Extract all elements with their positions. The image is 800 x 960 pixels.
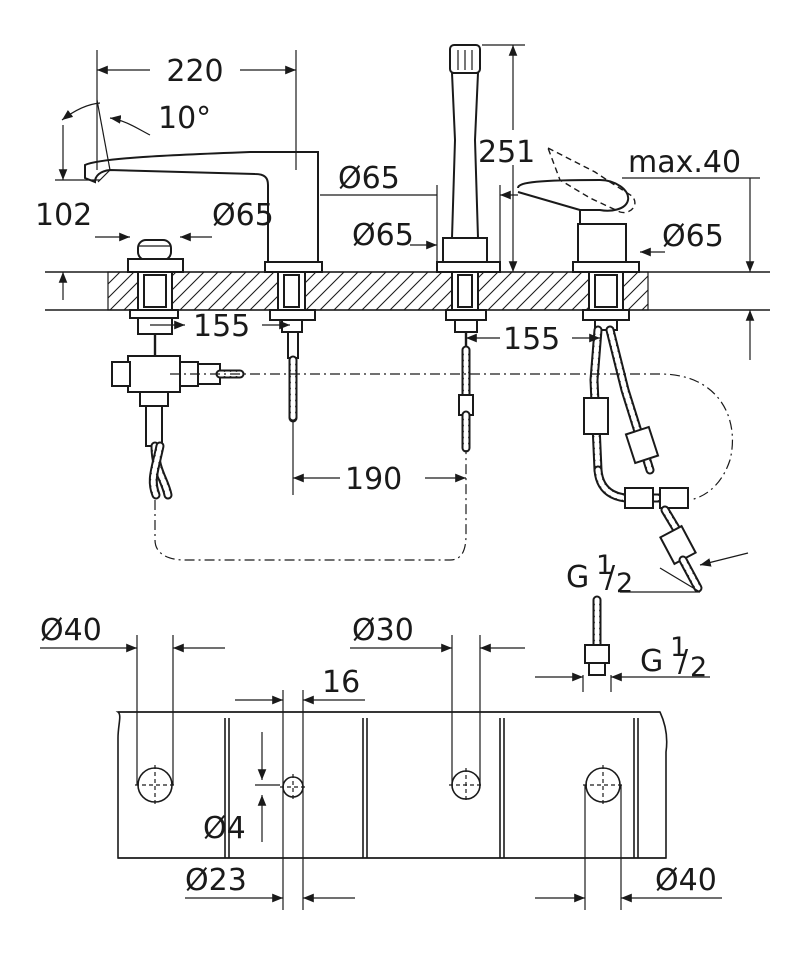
dim-155-right: 155 bbox=[466, 322, 600, 357]
dim-base-65-d-label: Ø65 bbox=[662, 219, 724, 254]
hatch-line bbox=[107, 271, 121, 285]
dim-102: 102 bbox=[35, 125, 100, 300]
dim-102-label: 102 bbox=[35, 198, 92, 233]
cutout-gap-label: 16 bbox=[322, 665, 360, 700]
hatch-line bbox=[487, 271, 527, 311]
cutout-hole2-label: Ø30 bbox=[352, 613, 414, 648]
hatch-line bbox=[403, 271, 443, 311]
hole-23 bbox=[282, 776, 304, 798]
hatch-line bbox=[501, 271, 541, 311]
dim-hole1: Ø40 bbox=[40, 613, 225, 785]
dim-screw: Ø4 bbox=[203, 732, 280, 846]
dim-10-deg: 10° bbox=[61, 99, 211, 171]
hand-shower bbox=[436, 44, 501, 453]
hatch-line bbox=[235, 271, 275, 311]
hatch-line bbox=[347, 271, 387, 311]
cutout-hole4-label: Ø23 bbox=[185, 863, 247, 898]
cutout-holes bbox=[135, 765, 623, 805]
cutout-plan bbox=[115, 711, 668, 859]
hatch-line bbox=[417, 271, 457, 311]
hose-detail bbox=[582, 595, 612, 692]
thread-b-num: 1 bbox=[670, 632, 687, 663]
hatch-line bbox=[543, 271, 583, 311]
hatch-line bbox=[179, 271, 219, 311]
thread-a-slash: / bbox=[605, 560, 616, 595]
thread-b-slash: / bbox=[678, 644, 689, 679]
thread-a-g: G bbox=[566, 560, 589, 595]
hatch-line bbox=[193, 271, 233, 311]
mixer-handle bbox=[517, 146, 703, 593]
dim-base-65-a-label: Ø65 bbox=[212, 198, 274, 233]
dim-hole4: Ø23 bbox=[185, 863, 355, 903]
hatch-line bbox=[375, 271, 415, 311]
hatch-line bbox=[361, 271, 401, 311]
dim-base-65-b: Ø65 Ø65 bbox=[320, 161, 518, 262]
hatch-line bbox=[107, 271, 135, 299]
dim-base-65-b-label: Ø65 bbox=[338, 161, 400, 196]
dim-hole3: Ø40 bbox=[535, 785, 722, 910]
dim-155-left: 155 bbox=[150, 309, 290, 344]
hatch-line bbox=[221, 271, 261, 311]
dim-220-label: 220 bbox=[166, 54, 223, 89]
hatch-line bbox=[305, 271, 345, 311]
cutout-hole1-label: Ø40 bbox=[40, 613, 102, 648]
dim-base-65-d: Ø65 bbox=[640, 219, 755, 360]
thread-a-num: 1 bbox=[596, 550, 613, 581]
hatch-line bbox=[627, 289, 649, 311]
hatch-line bbox=[333, 271, 373, 311]
hatch-line bbox=[473, 271, 513, 311]
dim-thread-a: G 1 / 2 bbox=[566, 550, 749, 599]
hatch-line bbox=[529, 271, 569, 311]
dim-10-label: 10° bbox=[158, 101, 211, 136]
cutout-screw-label: Ø4 bbox=[203, 811, 246, 846]
dim-base-65-a: Ø65 bbox=[95, 198, 274, 242]
hatch-line bbox=[641, 303, 649, 311]
dim-max40: max.40 bbox=[622, 145, 760, 272]
dim-max40-label: max.40 bbox=[628, 145, 741, 180]
diverter-knob bbox=[111, 239, 245, 500]
dim-base-65-c-label: Ø65 bbox=[352, 218, 414, 253]
thread-b-den: 2 bbox=[690, 652, 707, 683]
dim-155-right-label: 155 bbox=[503, 322, 560, 357]
hatch-line bbox=[389, 271, 429, 311]
dim-251-label: 251 bbox=[478, 135, 535, 170]
dim-190: 190 bbox=[292, 420, 466, 497]
dim-155-left-label: 155 bbox=[193, 309, 250, 344]
dim-hole2: Ø30 bbox=[350, 613, 525, 785]
cutout-hole3-label: Ø40 bbox=[655, 863, 717, 898]
thread-b-g: G bbox=[640, 644, 663, 679]
dim-190-label: 190 bbox=[345, 462, 402, 497]
hose-routing bbox=[154, 373, 734, 561]
dim-220: 220 bbox=[96, 50, 297, 170]
hatch-line bbox=[319, 271, 359, 311]
dim-thread-b: G 1 / 2 bbox=[535, 632, 710, 683]
hatch-line bbox=[515, 271, 555, 311]
thread-a-den: 2 bbox=[616, 568, 633, 599]
hatch-line bbox=[207, 271, 247, 311]
dim-gap: 16 bbox=[235, 665, 365, 910]
dim-251: 251 bbox=[478, 44, 535, 272]
